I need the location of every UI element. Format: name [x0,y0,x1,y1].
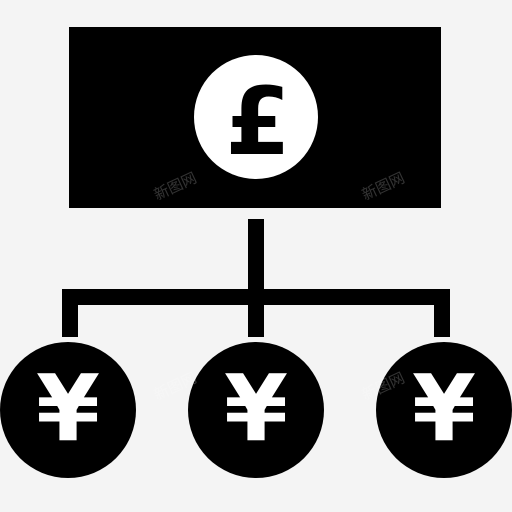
yen-coin-right: ¥ [376,342,512,478]
yen-coin-center: ¥ [188,342,324,478]
connector-right-branch [434,289,450,337]
yen-sign-icon: ¥ [36,355,100,462]
yen-coin-left: ¥ [0,342,136,478]
yen-sign-icon: ¥ [224,355,288,462]
connector-vertical-trunk [248,219,264,337]
coin-right-circle [376,342,512,478]
yen-sign-icon: ¥ [412,355,476,462]
pound-sign-icon: £ [225,68,290,177]
coin-center-circle [188,342,324,478]
connector-left-branch [62,289,78,337]
coin-left-circle [0,342,136,478]
connector-horizontal-bar [62,289,450,305]
pound-coin-circle [194,55,318,179]
